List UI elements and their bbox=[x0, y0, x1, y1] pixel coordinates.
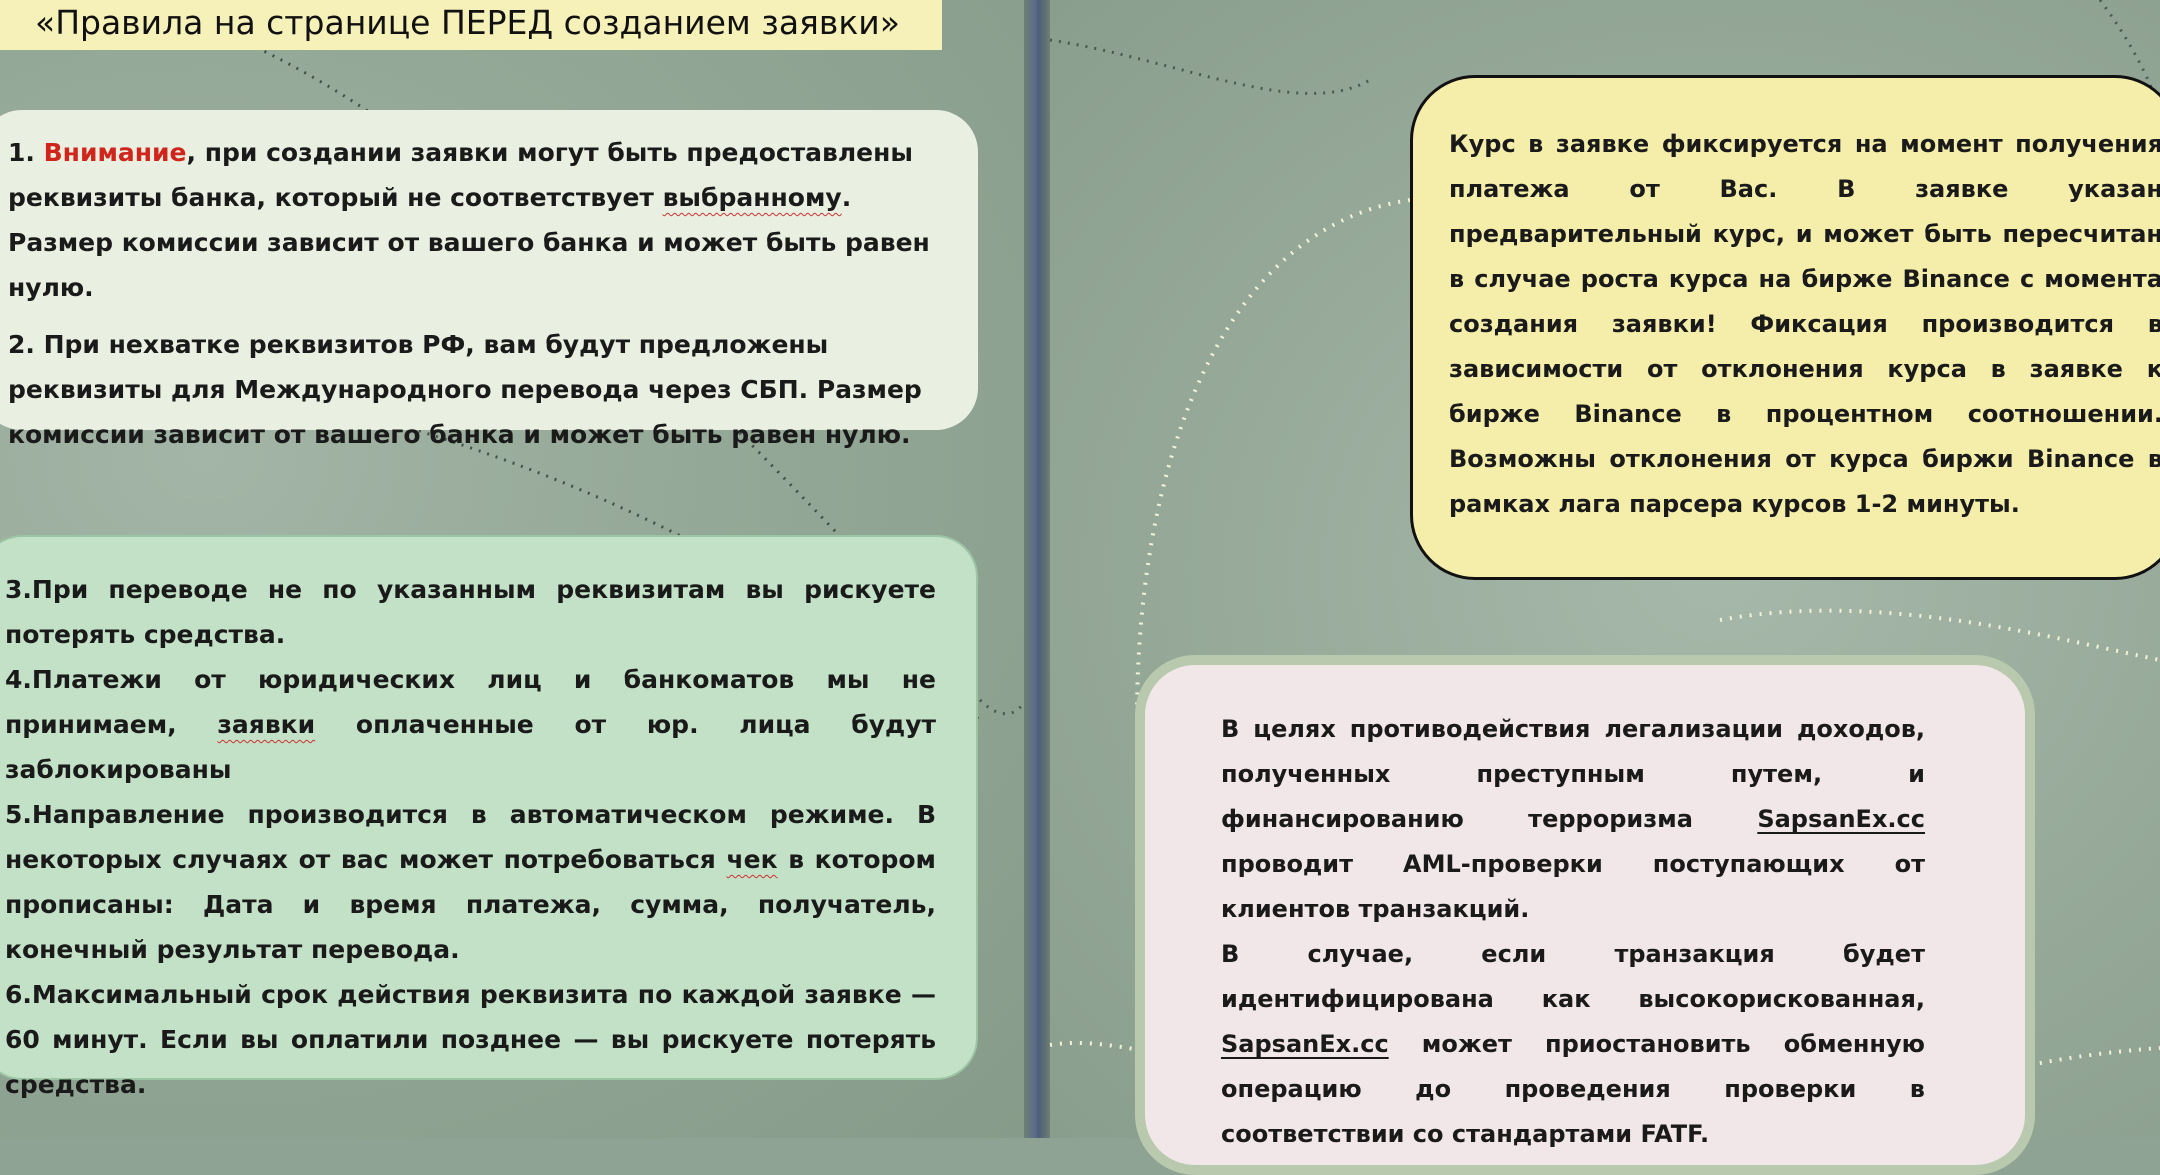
spellcheck-word: выбранному bbox=[662, 183, 842, 212]
rules-card-banking: 1. Внимание, при создании заявки могут б… bbox=[0, 110, 978, 449]
rule-5: 5.Направление производится в автоматичес… bbox=[5, 800, 936, 964]
rule-3: 3.При переводе не по указанным реквизита… bbox=[5, 575, 936, 649]
aml-card: В целях противодействия легализации дохо… bbox=[1135, 655, 2035, 1175]
page-gutter bbox=[1024, 0, 1050, 1138]
rule-4: 4.Платежи от юридических лиц и банкомато… bbox=[5, 665, 936, 784]
sapsanex-link[interactable]: SapsanEx.cc bbox=[1221, 1030, 1389, 1058]
rule-2: 2. При нехватке реквизитов РФ, вам будут… bbox=[8, 330, 922, 449]
rule-6: 6.Максимальный срок действия реквизита п… bbox=[5, 980, 936, 1099]
aml-paragraph-1: В целях противодействия легализации дохо… bbox=[1221, 715, 1925, 923]
aml-paragraph-2: В случае, если транзакция будет идентифи… bbox=[1221, 940, 1925, 1148]
warning-word: Внимание bbox=[43, 138, 187, 167]
rate-fixation-text: Курс в заявке фиксируется на момент полу… bbox=[1449, 130, 2160, 518]
rule-1: 1. Внимание, при создании заявки могут б… bbox=[8, 138, 930, 302]
spellcheck-word: чек bbox=[726, 845, 778, 874]
spellcheck-word: заявки bbox=[217, 710, 316, 739]
sapsanex-link[interactable]: SapsanEx.cc bbox=[1757, 805, 1925, 833]
rules-card-transfer: 3.При переводе не по указанным реквизита… bbox=[0, 535, 978, 1099]
rate-fixation-card: Курс в заявке фиксируется на момент полу… bbox=[1410, 75, 2160, 580]
page-title: «Правила на странице ПЕРЕД созданием зая… bbox=[0, 0, 942, 50]
